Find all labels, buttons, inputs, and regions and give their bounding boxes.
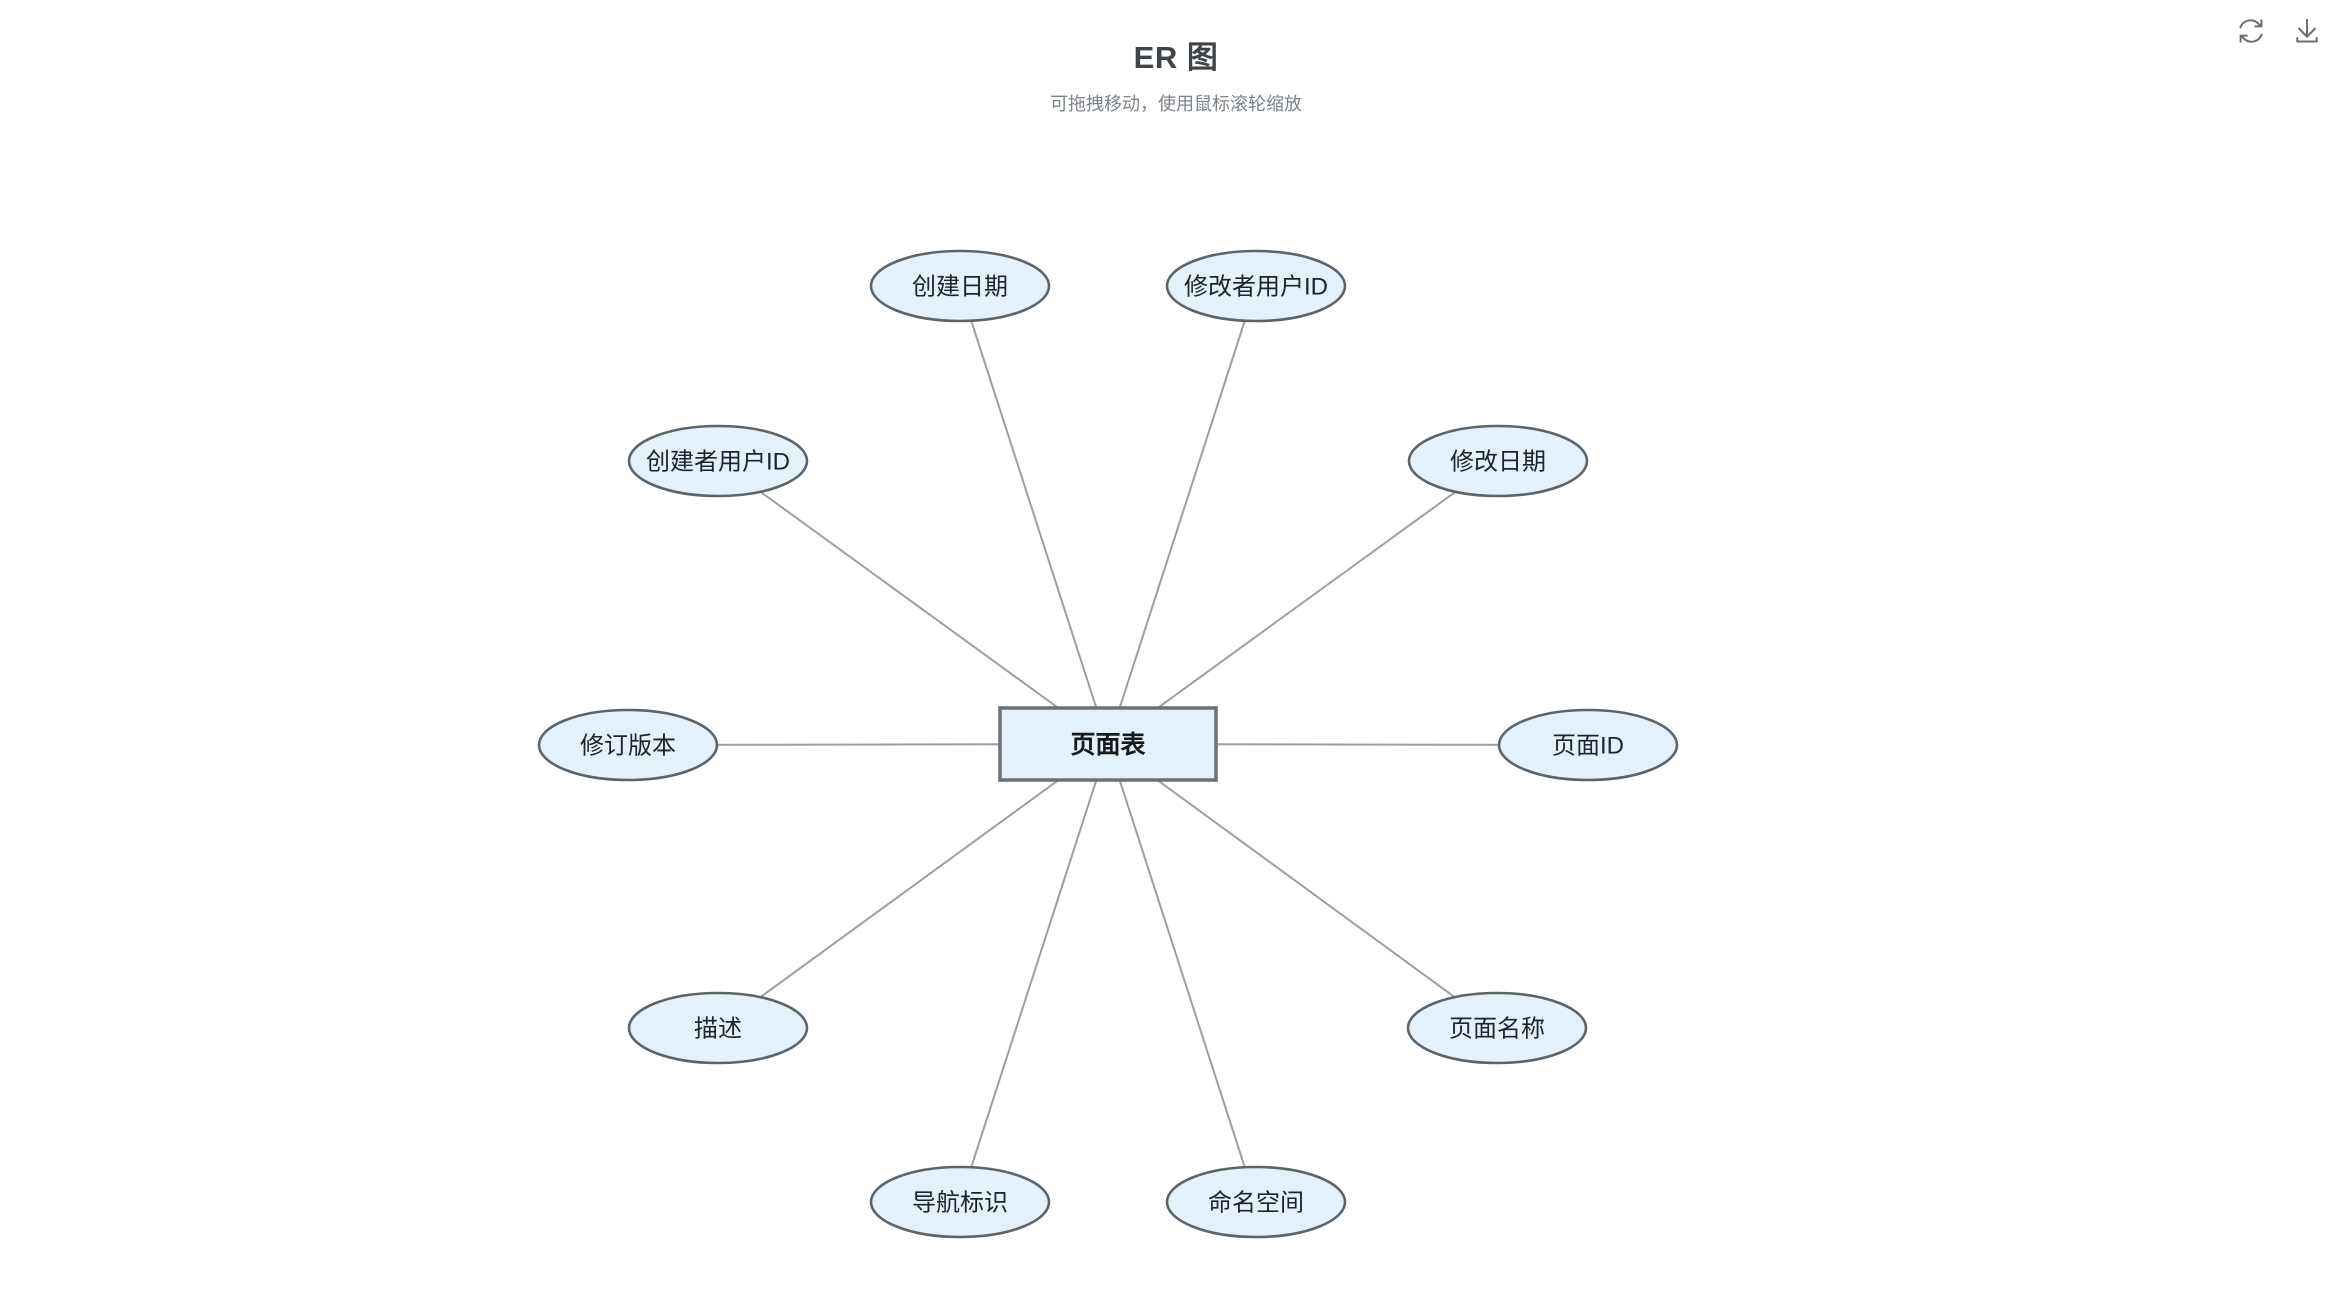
entity-shape[interactable] — [998, 706, 1218, 782]
attribute-shape[interactable] — [1406, 991, 1588, 1065]
attribute-node[interactable]: 命名空间 — [1165, 1165, 1347, 1239]
attribute-node[interactable]: 导航标识 — [869, 1165, 1051, 1239]
attribute-shape[interactable] — [869, 1165, 1051, 1239]
refresh-icon — [2236, 16, 2266, 46]
attribute-label: 创建者用户ID — [646, 449, 790, 476]
scroll-gutter[interactable] — [2340, 0, 2352, 1300]
attribute-node[interactable]: 创建日期 — [869, 249, 1051, 323]
edge-0 — [959, 285, 1109, 745]
attribute-label: 页面名称 — [1449, 1016, 1545, 1043]
diagram-toolbar — [2234, 14, 2324, 48]
edge-2 — [717, 460, 1109, 745]
refresh-view-button[interactable] — [2234, 14, 2268, 48]
attribute-label: 描述 — [694, 1016, 742, 1043]
attribute-node[interactable]: 修订版本 — [537, 708, 719, 782]
attribute-node[interactable]: 页面名称 — [1406, 991, 1588, 1065]
attribute-shape[interactable] — [1497, 708, 1679, 782]
attribute-label: 创建日期 — [912, 274, 1008, 301]
edge-9 — [1107, 743, 1257, 1203]
attribute-shape[interactable] — [537, 708, 719, 782]
attribute-shape[interactable] — [1407, 424, 1589, 498]
attribute-label: 修改者用户ID — [1184, 274, 1328, 301]
attribute-shape[interactable] — [627, 991, 809, 1065]
attribute-label: 修订版本 — [580, 733, 676, 760]
attribute-node[interactable]: 创建者用户ID — [627, 424, 809, 498]
edge-3 — [1107, 460, 1499, 745]
entity-label: 页面表 — [1070, 731, 1146, 759]
attribute-shape[interactable] — [627, 424, 809, 498]
attribute-shape[interactable] — [1165, 1165, 1347, 1239]
attribute-label: 命名空间 — [1208, 1190, 1304, 1217]
attribute-label: 导航标识 — [912, 1190, 1008, 1217]
attribute-node[interactable]: 描述 — [627, 991, 809, 1065]
attribute-label: 修改日期 — [1450, 449, 1546, 476]
download-icon — [2292, 16, 2322, 46]
edge-8 — [959, 743, 1109, 1203]
attribute-label: 页面ID — [1552, 733, 1624, 760]
attribute-node[interactable]: 页面ID — [1497, 708, 1679, 782]
edge-1 — [1107, 285, 1257, 745]
edge-6 — [717, 743, 1109, 1029]
download-button[interactable] — [2290, 14, 2324, 48]
attribute-shape[interactable] — [1165, 249, 1347, 323]
edge-7 — [1107, 743, 1498, 1029]
attribute-node[interactable]: 修改者用户ID — [1165, 249, 1347, 323]
entity-node[interactable]: 页面表 — [998, 706, 1218, 782]
attribute-shape[interactable] — [869, 249, 1051, 323]
attribute-node[interactable]: 修改日期 — [1407, 424, 1589, 498]
